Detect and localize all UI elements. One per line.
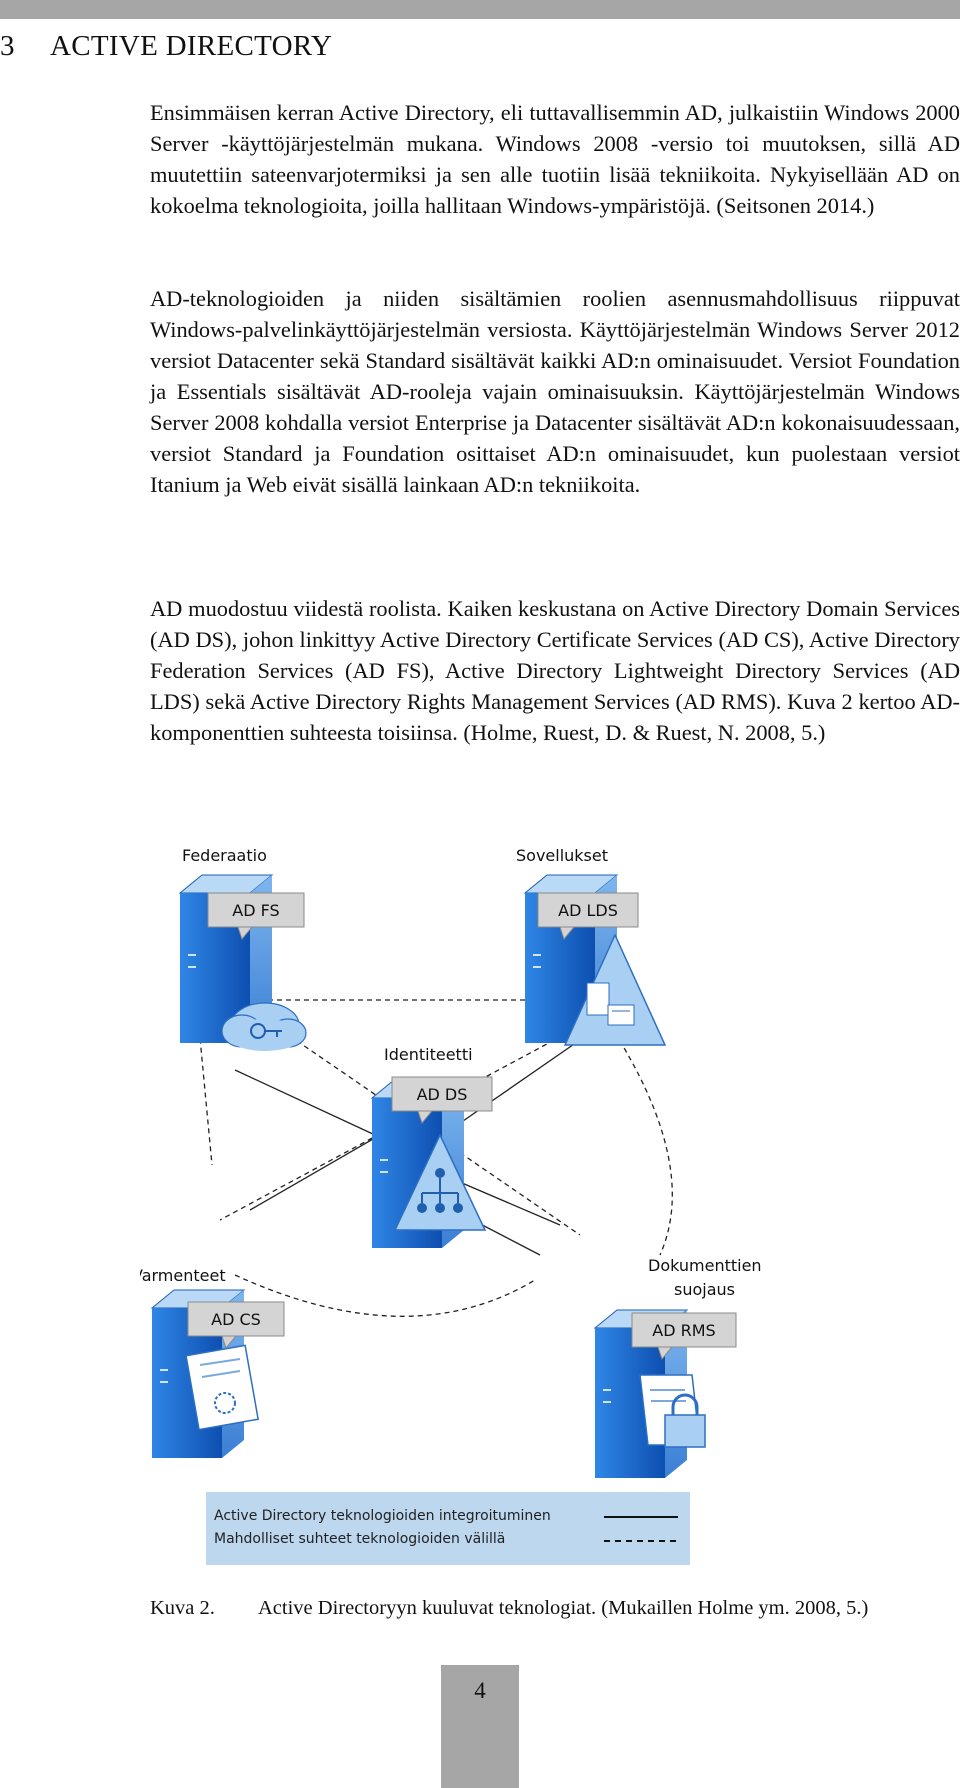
ad-ds-tag: AD DS <box>417 1085 468 1104</box>
caption-text: Active Directoryyn kuuluvat teknologiat.… <box>258 1597 869 1619</box>
ad-fs-node: Federaatio AD FS <box>179 846 307 1051</box>
figure-caption: Kuva 2. Active Directoryyn kuuluvat tekno… <box>150 1597 868 1620</box>
chapter-number: 3 <box>0 30 15 62</box>
paragraph-3: AD muodostuu viidestä roolista. Kaiken k… <box>150 596 960 745</box>
legend-dashed-label: Mahdolliset suhteet teknologioiden välil… <box>214 1531 505 1547</box>
ad-cs-tag: AD CS <box>211 1310 261 1329</box>
rights-title-line1: Dokumenttien <box>648 1256 762 1275</box>
identity-title: Identiteetti <box>384 1045 473 1064</box>
chapter-heading: 3 ACTIVE DIRECTORY <box>0 30 332 63</box>
ad-fs-callout: AD FS <box>207 892 305 941</box>
figure-legend: Active Directory teknologioiden integroi… <box>206 1492 690 1565</box>
ad-rms-callout: AD RMS <box>631 1312 737 1361</box>
paragraph-2: AD-teknologioiden ja niiden sisältämien … <box>150 286 960 497</box>
top-rule <box>0 0 960 19</box>
legend-solid-label: Active Directory teknologioiden integroi… <box>214 1508 551 1524</box>
chapter-title: ACTIVE DIRECTORY <box>50 30 333 62</box>
ad-ds-callout: AD DS <box>391 1076 493 1125</box>
ad-cs-node: Varmenteet AD CS <box>140 1266 285 1459</box>
rights-title-line2: suojaus <box>674 1280 735 1299</box>
ad-fs-tag: AD FS <box>232 901 279 920</box>
ad-rms-node: Dokumenttien suojaus AD RMS <box>594 1256 762 1479</box>
caption-label: Kuva 2. <box>150 1597 215 1619</box>
ad-lds-tag: AD LDS <box>558 901 618 920</box>
ad-ds-node: Identiteetti AD DS <box>371 1045 493 1249</box>
page-number: 4 <box>441 1665 519 1788</box>
federation-title: Federaatio <box>182 846 267 865</box>
ad-cs-callout: AD CS <box>187 1301 285 1350</box>
ad-lds-node: Sovellukset AD LDS <box>516 846 667 1046</box>
cloud-key-icon <box>221 1002 307 1051</box>
document-lock-icon <box>639 1374 706 1448</box>
application-triangle-icon <box>563 933 667 1046</box>
certificate-icon <box>185 1344 260 1431</box>
applications-title: Sovellukset <box>516 846 608 865</box>
paragraph-1: Ensimmäisen kerran Active Directory, eli… <box>150 100 960 218</box>
certificates-title: Varmenteet <box>140 1266 226 1285</box>
ad-rms-tag: AD RMS <box>652 1321 715 1340</box>
ad-lds-callout: AD LDS <box>537 892 639 941</box>
ad-components-figure: Federaatio AD FS Sovellukset <box>140 835 960 1595</box>
hierarchy-triangle-icon <box>393 1133 487 1231</box>
